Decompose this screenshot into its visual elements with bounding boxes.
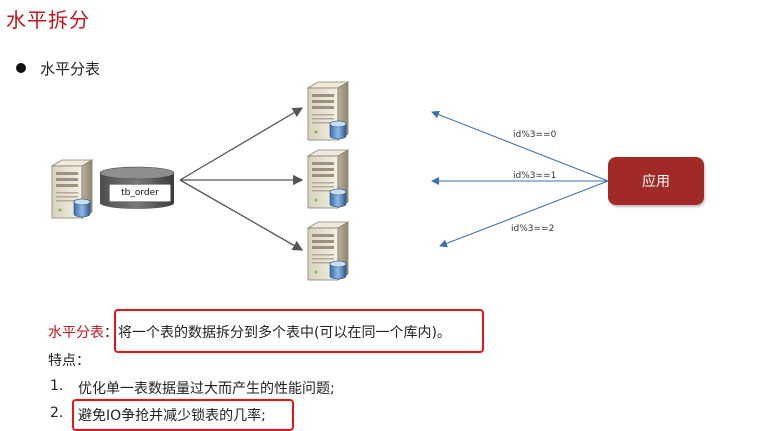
feature-text: 避免IO争抢并减少锁表的几率; [78,408,266,424]
features-title: 特点： [48,353,90,369]
route-label-2: id%3==2 [511,224,555,234]
route-label-1: id%3==1 [513,171,557,181]
fan-arrow-top [179,107,304,181]
route-arrow-2 [439,180,609,248]
route-label-0: id%3==0 [513,130,557,140]
application-box: 应用 [608,157,704,205]
feature-number: 2. [50,405,64,421]
bullet-icon [16,63,26,73]
highlight-box-feature [72,399,294,431]
definition-text: 将一个表的数据拆分到多个表中(可以在同一个库内)。 [118,325,451,341]
bullet-heading: 水平分表 [40,60,101,78]
feature-number: 1. [50,378,64,394]
target-server-icon [307,149,349,209]
highlight-box-definition [114,309,484,353]
table-name-label: tb_order [109,184,171,202]
source-server-icon [51,159,93,219]
definition-line: 水平分表：将一个表的数据拆分到多个表中(可以在同一个库内)。 [48,322,451,342]
feature-text: 优化单一表数据量过大而产生的性能问题; [78,381,335,397]
target-server-icon [307,221,349,281]
target-server-icon [307,81,349,141]
fan-arrow-bottom [179,179,304,251]
definition-term: 水平分表 [48,325,104,341]
page-title: 水平拆分 [6,8,90,32]
route-arrow-0 [431,110,609,182]
